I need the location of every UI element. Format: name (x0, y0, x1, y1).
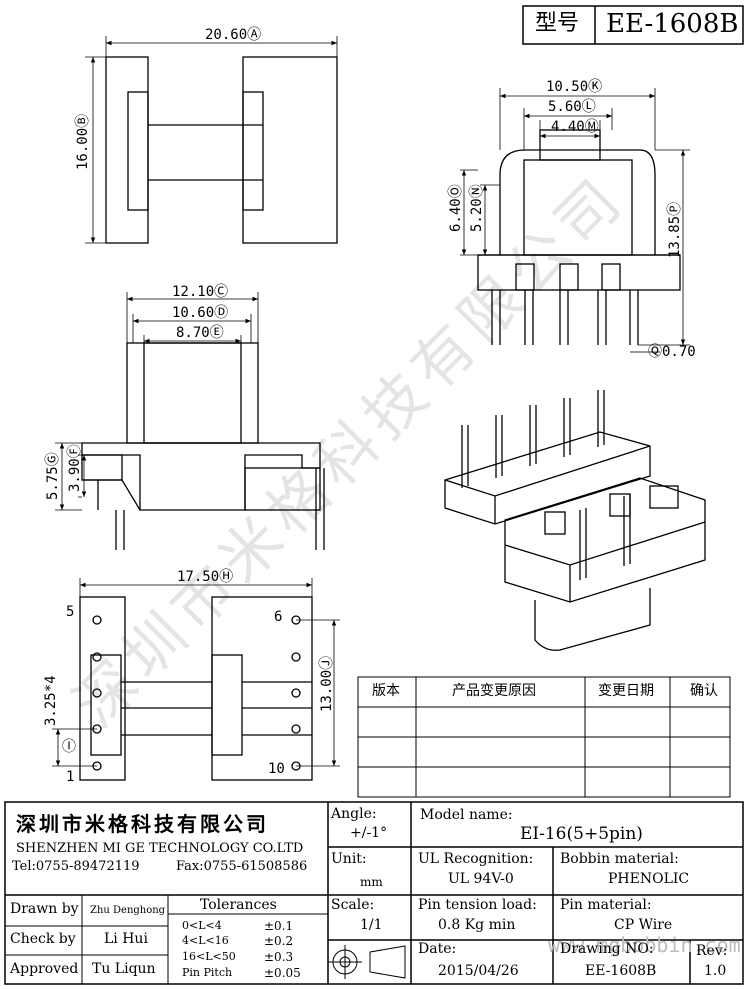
scale-label: Scale: (331, 897, 375, 913)
date-label: Date: (418, 941, 457, 957)
ul-recognition-value: UL 94V-0 (448, 871, 514, 887)
bottom-view-dims (52, 578, 340, 767)
drawn-by-label: Drawn by (10, 901, 79, 917)
company-tel: Tel:0755-89472119 (12, 859, 140, 874)
approved-value: Tu Liqun (92, 961, 156, 977)
rev-label: Rev: (696, 943, 728, 959)
dim-h-value: 17.50Ⓗ (177, 569, 234, 585)
angle-label: Angle: (331, 806, 377, 822)
drawn-by-value: Zhu Denghong (90, 905, 166, 916)
angle-value: +/-1° (350, 825, 388, 841)
dim-m-value: 4.40Ⓜ (551, 119, 599, 135)
dim-b-value: 16.00Ⓑ (75, 113, 91, 170)
bottom-view (79, 596, 313, 781)
dim-g-value: 5.75Ⓖ (45, 452, 61, 500)
header-type-label: 型号 (535, 11, 580, 36)
dim-i-ref: Ⓘ (62, 739, 76, 755)
watermark: 深圳市米格科技有限公司 (61, 162, 639, 740)
front-view-dims (55, 292, 259, 511)
side-view-dims (460, 88, 690, 353)
tolerance-range-0: 0<L<4 (182, 919, 222, 932)
drawing-no-value: EE-1608B (585, 963, 657, 979)
title-block-grid (4, 801, 744, 985)
check-by-value: Li Hui (104, 931, 148, 947)
pin-material-value: CP Wire (614, 917, 673, 933)
dim-i-value: 3.25*4 (43, 675, 59, 726)
scale-value: 1/1 (360, 917, 383, 933)
dim-e-value: 8.70Ⓔ (176, 325, 224, 341)
rev-header-version: 版本 (372, 683, 400, 699)
dim-n-value: 5.20Ⓝ (469, 184, 485, 232)
top-view (105, 56, 338, 244)
approved-label: Approved (10, 961, 79, 977)
model-name-label: Model name: (420, 807, 513, 823)
watermark-website: www.mgbobbin.com (548, 933, 741, 957)
tolerance-value-1: ±0.2 (264, 934, 294, 948)
pin-tension-value: 0.8 Kg min (438, 917, 516, 933)
model-name-value: EI-16(5+5pin) (520, 824, 643, 844)
drawing-no-label: Drawing NO: (560, 941, 654, 957)
company-name-en: SHENZHEN MI GE TECHNOLOGY CO.LTD (16, 841, 304, 856)
dim-o-value: 6.40Ⓞ (448, 184, 464, 232)
bobbin-material-label: Bobbin material: (560, 851, 679, 867)
rev-header-date: 变更日期 (598, 683, 654, 699)
pin-label-10: 10 (268, 761, 285, 777)
unit-value: mm (360, 875, 383, 889)
dim-c-value: 12.10Ⓒ (172, 284, 229, 300)
header-box (522, 5, 744, 45)
check-by-label: Check by (10, 931, 76, 947)
tolerance-range-3: Pin Pitch (182, 966, 233, 979)
bobbin-material-value: PHENOLIC (608, 871, 690, 887)
tolerance-value-0: ±0.1 (264, 919, 294, 933)
side-view (477, 129, 681, 345)
unit-label: Unit: (331, 851, 367, 867)
company-fax: Fax:0755-61508586 (176, 859, 308, 874)
signoff-grid (5, 895, 328, 984)
rev-value: 1.0 (704, 963, 727, 979)
pin-label-1: 1 (66, 769, 75, 785)
watermark-text: 深圳市米格科技有限公司 (61, 162, 639, 740)
dim-k-value: 10.50Ⓚ (546, 79, 603, 95)
dim-j-value: 13.00Ⓙ (319, 655, 335, 712)
dim-p-value: 13.85Ⓟ (667, 201, 683, 258)
company-name-cn: 深圳市米格科技有限公司 (16, 812, 269, 836)
tolerances-title: Tolerances (200, 897, 277, 913)
isometric-view (444, 390, 706, 651)
top-view-dims (85, 36, 338, 244)
pin-tension-label: Pin tension load: (418, 897, 537, 913)
ul-recognition-label: UL Recognition: (418, 851, 534, 867)
dim-d-value: 10.60Ⓓ (172, 305, 229, 321)
dim-l-value: 5.60Ⓛ (548, 99, 596, 115)
projection-symbol (328, 945, 406, 979)
pin-material-label: Pin material: (560, 897, 652, 913)
rev-header-confirm: 确认 (690, 683, 718, 699)
tolerance-value-2: ±0.3 (264, 950, 294, 964)
tolerance-range-1: 4<L<16 (182, 934, 229, 947)
header-part-number: EE-1608B (606, 9, 739, 39)
dim-q-value: Ⓠ0.70 (648, 344, 696, 360)
dim-f-value: 3.90Ⓕ (67, 444, 83, 492)
rev-header-reason: 产品变更原因 (452, 683, 536, 699)
pin-label-5: 5 (66, 604, 75, 620)
tolerance-range-2: 16<L<50 (182, 950, 236, 963)
tolerance-value-3: ±0.05 (264, 966, 301, 980)
pin-label-6: 6 (274, 609, 283, 625)
revision-table-grid (357, 676, 731, 798)
date-value: 2015/04/26 (438, 963, 519, 979)
dim-a-value: 20.60Ⓐ (205, 27, 262, 43)
